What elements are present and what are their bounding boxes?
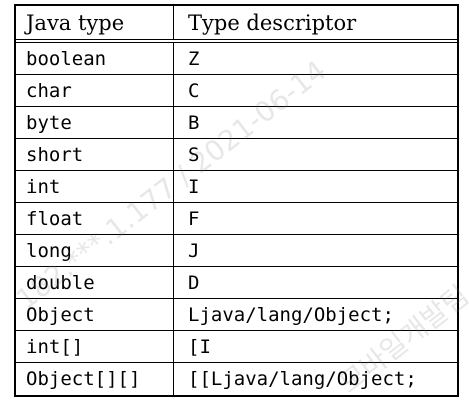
descriptor-cell: [I (188, 335, 211, 358)
java-type-cell: Object (16, 299, 174, 330)
java-type-cell: char (16, 75, 174, 106)
descriptor-cell: Z (188, 47, 200, 70)
table-row: byte B (16, 107, 457, 139)
header-type-descriptor: Type descriptor (188, 10, 357, 35)
table-row: char C (16, 75, 457, 107)
table-row: boolean Z (16, 43, 457, 75)
table-row: Object Ljava/lang/Object; (16, 299, 457, 331)
java-type-cell: int[] (16, 331, 174, 362)
java-type-cell: short (16, 139, 174, 170)
descriptor-cell: Ljava/lang/Object; (188, 303, 394, 326)
java-type-cell: long (16, 235, 174, 266)
java-type-cell: double (16, 267, 174, 298)
java-type-cell: byte (16, 107, 174, 138)
type-descriptor-table: Java type Type descriptor boolean Z char… (14, 4, 459, 397)
header-java-type: Java type (16, 6, 174, 39)
descriptor-cell: I (188, 175, 200, 198)
java-type-cell: float (16, 203, 174, 234)
table-row: long J (16, 235, 457, 267)
java-type-cell: Object[][] (16, 363, 174, 395)
table-header-row: Java type Type descriptor (16, 6, 457, 43)
table-row: double D (16, 267, 457, 299)
descriptor-cell: F (188, 207, 200, 230)
descriptor-cell: [[Ljava/lang/Object; (188, 368, 417, 390)
descriptor-cell: C (188, 79, 200, 102)
descriptor-cell: J (188, 239, 200, 262)
descriptor-cell: B (188, 111, 200, 134)
table-row: int I (16, 171, 457, 203)
descriptor-cell: D (188, 271, 200, 294)
table-row: float F (16, 203, 457, 235)
table-row: Object[][] [[Ljava/lang/Object; (16, 363, 457, 395)
table-row: short S (16, 139, 457, 171)
descriptor-cell: S (188, 143, 200, 166)
java-type-cell: int (16, 171, 174, 202)
table-row: int[] [I (16, 331, 457, 363)
java-type-cell: boolean (16, 43, 174, 74)
